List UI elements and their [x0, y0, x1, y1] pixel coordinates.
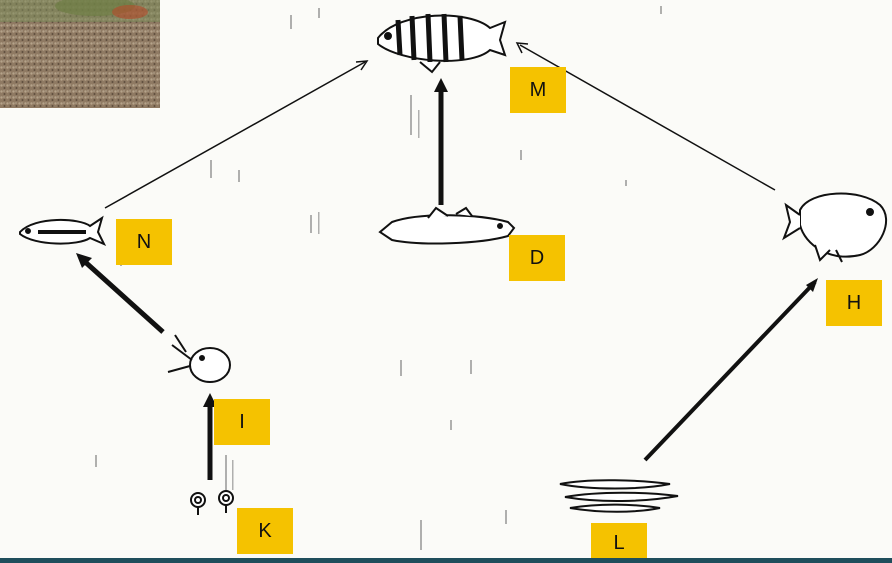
- label-i: I: [214, 399, 270, 445]
- label-d: D: [509, 235, 565, 281]
- label-l: L: [591, 523, 647, 563]
- label-m: M: [510, 67, 566, 113]
- arrow-n-to-m: [104, 61, 366, 209]
- large-barred-fish-icon: [377, 13, 507, 74]
- arrow-i-to-n: [81, 258, 165, 334]
- bottom-bar: [0, 558, 892, 563]
- algae-cells-icon: [190, 490, 234, 515]
- food-web-arrows: [76, 42, 818, 480]
- label-h: H: [826, 280, 882, 326]
- scan-noise: [95, 6, 662, 550]
- round-fish-icon: [782, 192, 887, 263]
- water-flea-icon: [167, 334, 231, 383]
- arrow-l-to-h: [643, 280, 817, 462]
- label-k: K: [237, 508, 293, 554]
- minnow-fish-icon: [378, 206, 516, 245]
- small-striped-fish-icon: [19, 215, 107, 246]
- label-n: N: [116, 219, 172, 265]
- aquarium-photo: [0, 0, 160, 108]
- worm-larvae-icon: [559, 479, 679, 513]
